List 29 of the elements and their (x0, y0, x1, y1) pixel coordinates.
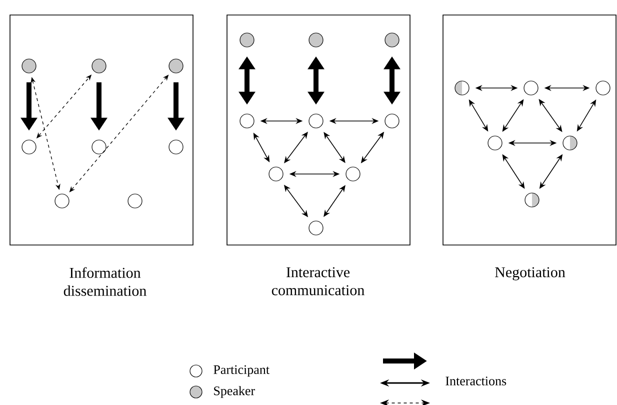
speaker-circle (454, 80, 470, 96)
participant-circle (168, 140, 184, 154)
speaker-circle (92, 58, 106, 74)
legend-text: Interactions (446, 376, 506, 386)
participant-circle (240, 114, 254, 128)
speaker-circle (168, 58, 184, 74)
speaker-circle (240, 32, 254, 48)
participant-circle (128, 194, 142, 208)
participant-circle (524, 80, 538, 96)
participant-circle (384, 114, 400, 128)
participant-circle (596, 80, 610, 96)
panel-caption: Negotiation (495, 267, 566, 280)
panel-caption: Information dissemination (64, 267, 146, 296)
panel-caption: Interactive communication (272, 267, 364, 296)
participant-circle (54, 194, 70, 208)
participant-circle (308, 114, 324, 128)
legend-text: Participant (214, 365, 270, 377)
speaker-circle (384, 32, 400, 48)
participant-circle (346, 166, 360, 182)
legend-text: Speaker (214, 386, 255, 398)
participant-circle (268, 166, 284, 182)
speaker-circle (308, 32, 324, 48)
speaker-circle (524, 192, 540, 208)
speaker-circle (562, 136, 578, 150)
participant-circle (92, 140, 106, 154)
participant-circle (488, 136, 502, 150)
speaker-circle (22, 58, 36, 74)
participant-circle (22, 140, 36, 154)
participant-circle (308, 220, 324, 236)
